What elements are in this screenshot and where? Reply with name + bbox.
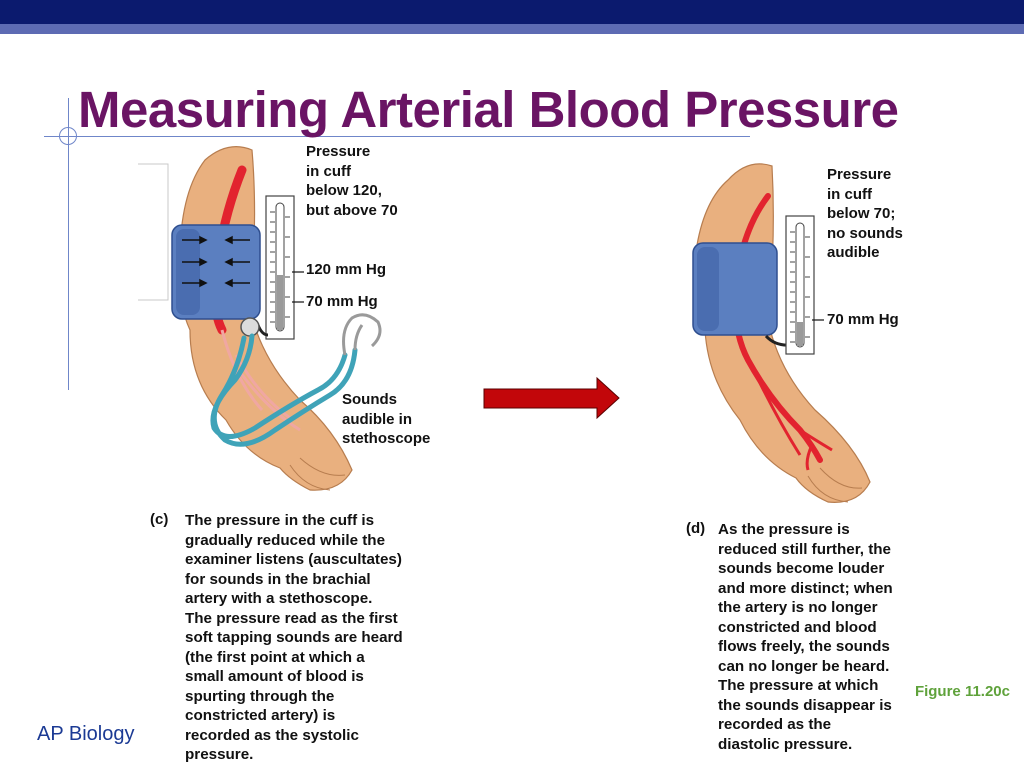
caption-d-tag: (d)	[686, 520, 706, 537]
caption-d-line: diastolic pressure.	[718, 735, 853, 753]
transition-arrow	[483, 376, 620, 420]
caption-c-line: for sounds in the brachial	[185, 570, 371, 588]
caption-d-line: The pressure at which	[718, 677, 879, 694]
caption-c-line: soft tapping sounds are heard	[185, 629, 403, 646]
panel-c-pressure-line: below 120,	[306, 182, 382, 199]
panel-c-sounds-line: Sounds	[342, 391, 397, 408]
top-banner	[0, 0, 1024, 24]
footer-figure-text: Figure 11.20c	[914, 683, 1010, 700]
caption-c-line: (the first point at which a	[185, 648, 365, 666]
panel-c-70-label: 70 mm Hg	[306, 293, 378, 310]
caption-d-line: flows freely, the sounds	[718, 638, 890, 655]
panel-d-70-label: 70 mm Hg	[827, 311, 899, 328]
panel-d-pressure-line: audible	[827, 244, 880, 261]
caption-d-line: constricted and blood	[718, 618, 877, 636]
hand-d	[807, 467, 863, 503]
caption-c-line: examiner listens (auscultates)	[185, 551, 402, 568]
panel-c-sounds-label: Sounds audible in stethoscope	[342, 390, 430, 449]
caption-c-line: artery with a stethoscope.	[185, 590, 373, 607]
caption-c-line: The pressure in the cuff is	[185, 512, 375, 529]
panel-d-illustration	[692, 163, 871, 503]
manometer-ticks-d	[790, 231, 810, 343]
panel-c-bracket	[138, 163, 169, 301]
caption-d: As the pressure is reduced still further…	[718, 520, 893, 754]
cuff-compression-arrows	[182, 235, 250, 288]
caption-d-line: can no longer be heard.	[718, 657, 890, 675]
stethoscope-head	[240, 317, 260, 337]
caption-c-line: small amount of blood is	[185, 668, 364, 685]
slide-title: Measuring Arterial Blood Pressure	[78, 81, 899, 138]
panel-c-pressure-line: in cuff	[306, 162, 351, 180]
panel-d-pressure-line: Pressure	[827, 166, 892, 183]
caption-d-line: As the pressure is	[718, 521, 850, 538]
caption-c-line: constricted artery) is	[185, 707, 336, 724]
panel-d-pressure-line: in cuff	[827, 185, 872, 203]
caption-d-line: recorded as the	[718, 716, 832, 733]
caption-d-line: the artery is no longer	[718, 599, 878, 616]
panel-c-sounds-line: stethoscope	[342, 430, 431, 447]
caption-c-tag: (c)	[150, 511, 169, 528]
mercury-column-d	[797, 322, 803, 346]
footer-course-label: AP Biology	[37, 723, 135, 745]
panel-c-pressure-label: Pressure in cuff below 120, but above 70	[306, 142, 398, 220]
cuff-fold-c	[176, 229, 200, 315]
decorative-horizontal-line	[44, 136, 750, 137]
caption-c: The pressure in the cuff is gradually re…	[185, 511, 403, 765]
manometer-tube-d	[795, 222, 805, 348]
panel-c-pressure-line: Pressure	[306, 143, 371, 160]
stethoscope-tube	[210, 333, 358, 447]
caption-d-line: and more distinct; when	[718, 579, 893, 597]
caption-d-line: reduced still further, the	[718, 540, 892, 558]
caption-c-line: The pressure read as the first	[185, 609, 398, 627]
footer-figure-label: Figure 11.20c	[915, 683, 1010, 700]
artery-branches-d	[754, 374, 833, 471]
decorative-vertical-line	[68, 98, 69, 390]
panel-d-pressure-line: below 70;	[827, 205, 896, 222]
caption-c-line: gradually reduced while the	[185, 531, 386, 549]
cuff-fold-d	[697, 247, 719, 331]
caption-c-line: spurting through the	[185, 687, 335, 705]
hand-c	[289, 457, 346, 491]
caption-c-line: pressure.	[185, 746, 254, 763]
panel-c-sounds-line: audible in	[342, 410, 413, 428]
panel-c-120-label: 120 mm Hg	[306, 261, 387, 278]
decorative-circle	[59, 127, 77, 145]
panel-d-pressure-line: no sounds	[827, 224, 903, 242]
caption-d-line: sounds become louder	[718, 560, 885, 577]
manometer-ticks-c	[270, 211, 290, 323]
panel-c-illustration	[138, 146, 382, 491]
caption-d-line: the sounds disappear is	[718, 696, 892, 714]
stethoscope-earpieces	[342, 313, 382, 356]
panel-c-pressure-line: but above 70	[306, 201, 398, 219]
top-banner-stripe	[0, 24, 1024, 34]
panel-d-pressure-label: Pressure in cuff below 70; no sounds aud…	[827, 165, 903, 263]
caption-c-line: recorded as the systolic	[185, 726, 359, 744]
mercury-column-c	[277, 275, 283, 330]
